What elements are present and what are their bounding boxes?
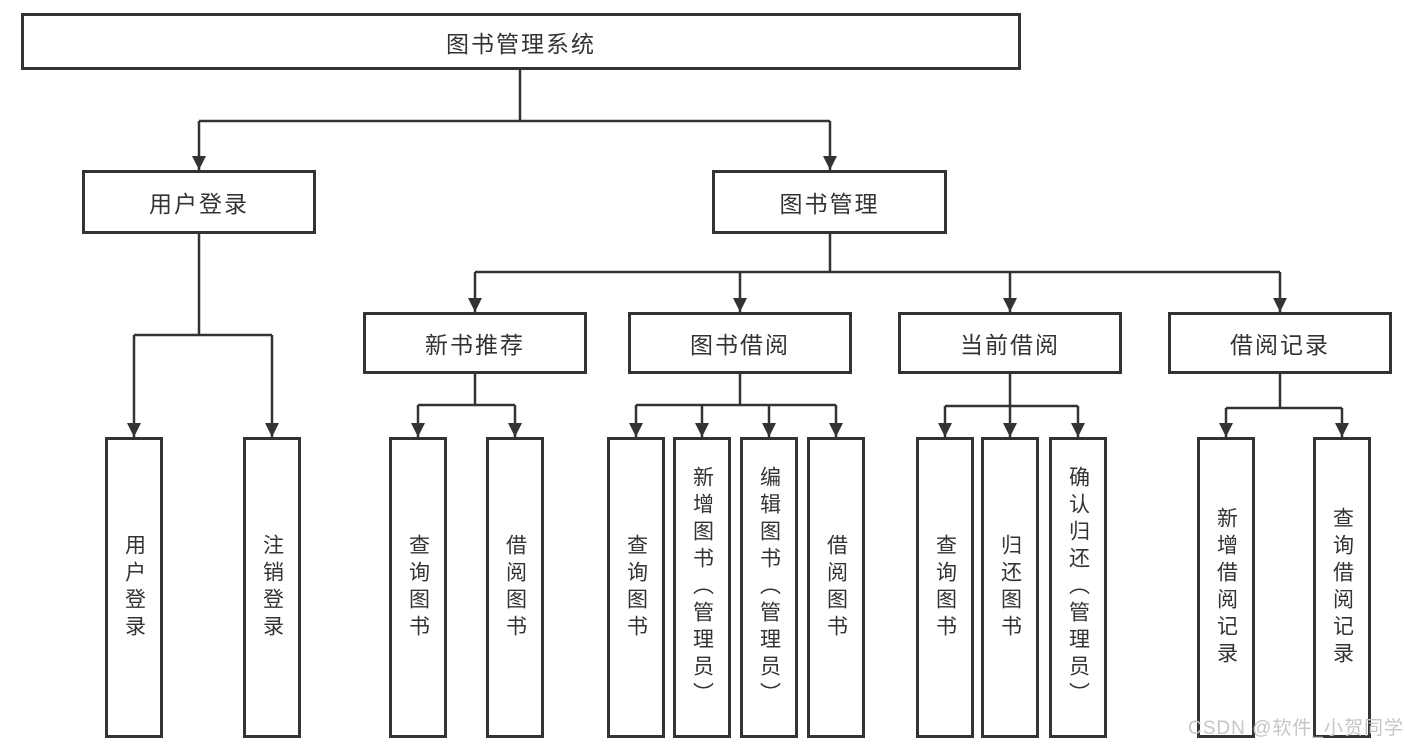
node-label: 借阅记录 [1230, 332, 1330, 358]
node-label: 确认归还（管理员） [1066, 466, 1090, 709]
leaf-query-books-1: 查询图书 [389, 437, 447, 738]
node-label: 借阅图书 [503, 533, 527, 642]
leaf-query-books-2: 查询图书 [607, 437, 665, 738]
leaf-confirm-return-admin: 确认归还（管理员） [1049, 437, 1107, 738]
node-label: 查询图书 [933, 533, 957, 642]
node-book-borrow: 图书借阅 [628, 312, 852, 374]
node-label: 用户登录 [149, 191, 249, 217]
node-label: 注销登录 [260, 533, 284, 642]
node-new-book-recommend: 新书推荐 [363, 312, 587, 374]
node-label: 图书借阅 [690, 332, 790, 358]
node-label: 编辑图书（管理员） [757, 466, 781, 709]
node-borrow-records: 借阅记录 [1168, 312, 1392, 374]
leaf-edit-books-admin: 编辑图书（管理员） [740, 437, 798, 738]
leaf-return-books: 归还图书 [981, 437, 1039, 738]
node-label: 图书管理系统 [446, 30, 596, 57]
node-label: 新增图书（管理员） [690, 466, 714, 709]
node-label: 借阅图书 [824, 533, 848, 642]
node-label: 查询借阅记录 [1330, 506, 1354, 669]
node-label: 新书推荐 [425, 332, 525, 358]
node-label: 查询图书 [624, 533, 648, 642]
node-user-login: 用户登录 [82, 170, 316, 234]
leaf-user-login: 用户登录 [105, 437, 163, 738]
node-current-borrow: 当前借阅 [898, 312, 1122, 374]
node-label: 当前借阅 [960, 332, 1060, 358]
leaf-query-borrow-record: 查询借阅记录 [1313, 437, 1371, 738]
node-label: 图书管理 [779, 191, 880, 217]
leaf-add-books-admin: 新增图书（管理员） [673, 437, 731, 738]
leaf-logout: 注销登录 [243, 437, 301, 738]
node-book-management: 图书管理 [712, 170, 947, 234]
node-label: 新增借阅记录 [1214, 506, 1238, 669]
node-library-management-system: 图书管理系统 [21, 13, 1021, 70]
node-label: 查询图书 [406, 533, 430, 642]
node-label: 用户登录 [122, 533, 146, 642]
leaf-borrow-books-2: 借阅图书 [807, 437, 865, 738]
csdn-watermark: CSDN @软件_小贺同学 [1188, 718, 1404, 739]
leaf-query-books-3: 查询图书 [916, 437, 974, 738]
node-label: 归还图书 [998, 533, 1022, 642]
leaf-borrow-books-1: 借阅图书 [486, 437, 544, 738]
leaf-add-borrow-record: 新增借阅记录 [1197, 437, 1255, 738]
